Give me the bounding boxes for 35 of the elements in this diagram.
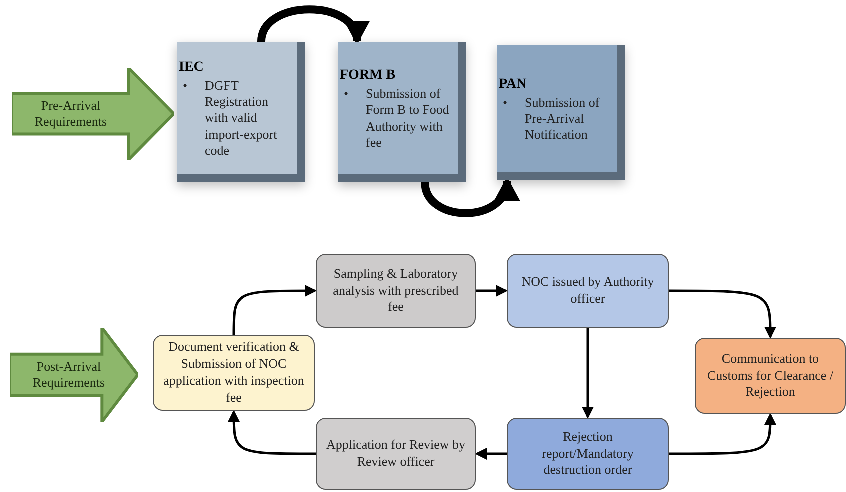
box-text: Rejection report/Mandatory destruction order [541, 428, 635, 480]
arrow [669, 290, 776, 339]
step-box [338, 42, 466, 182]
bullet: • [502, 94, 509, 112]
arrow [582, 328, 594, 419]
box-text: Communication to Customs for Clearance / Rejection [706, 350, 834, 402]
box-heading: FORM B [340, 67, 397, 85]
process-box [507, 254, 669, 328]
box-text: Application for Review by Review officer [326, 437, 466, 471]
arrow [228, 410, 316, 456]
process-box [695, 338, 846, 414]
arrow [475, 448, 507, 460]
bullet-text: Submission of Form B to Food Authority with fee [366, 86, 450, 151]
arrow [476, 285, 508, 297]
box-heading: PAN [499, 76, 528, 94]
bullet-text: Submission of Pre-Arrival Notification [525, 94, 601, 144]
box-text: Document verification & Submission of NOC application with inspection fee [162, 339, 306, 407]
process-box [153, 335, 315, 411]
box-text: NOC issued by Authority officer [520, 274, 656, 308]
bullet-text: DGFT Registration with valid import-export code [205, 78, 278, 160]
process-box [316, 254, 476, 328]
bullet: • [182, 78, 189, 95]
arrow-label: Pre-Arrival Requirements [34, 98, 108, 130]
box-heading: IEC [179, 58, 205, 77]
process-box [507, 418, 669, 490]
box-text: Sampling & Laboratory analysis with prescribed fee [332, 266, 460, 316]
arrow-label: Post-Arrival Requirements [32, 358, 106, 392]
block-arrow [10, 328, 138, 422]
arrow [669, 413, 776, 456]
bullet: • [343, 86, 350, 103]
process-box [316, 418, 476, 490]
step-box [177, 42, 305, 182]
block-arrow [12, 68, 174, 160]
arrow [232, 285, 317, 335]
step-box [497, 45, 625, 180]
